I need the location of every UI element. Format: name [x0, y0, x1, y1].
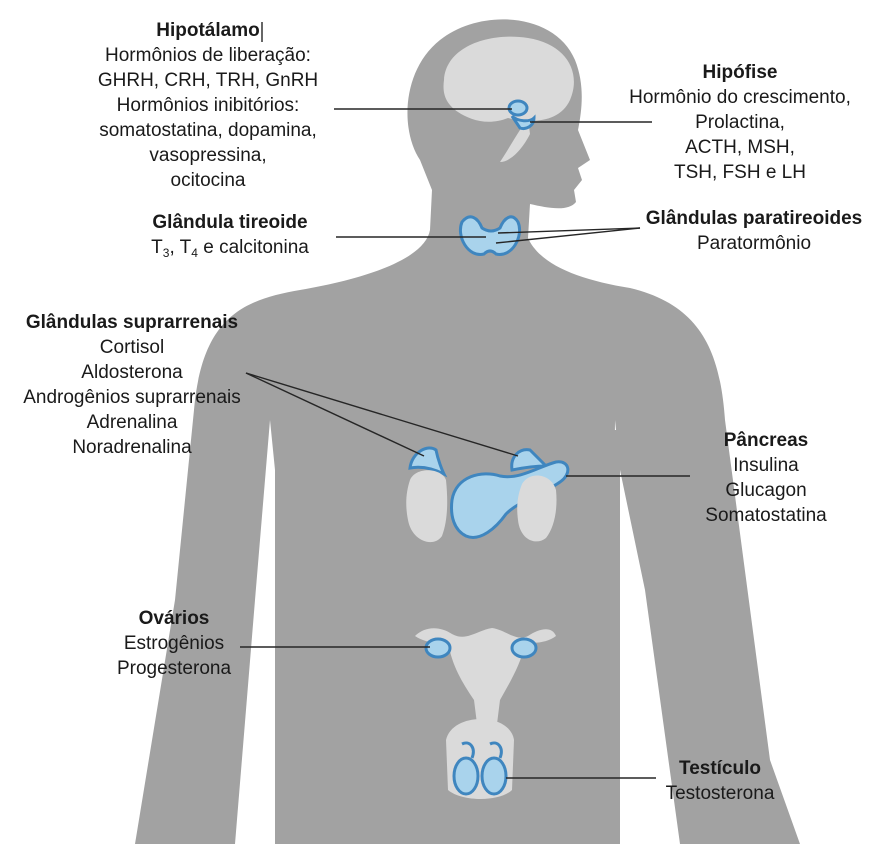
tireoide-label: Glândula tireoide T3, T4 e calcitonina: [110, 210, 350, 260]
suprarrenais-line-5: Noradrenalina: [4, 435, 260, 460]
hypothalamus-shape: [509, 101, 527, 115]
hipofise-title: Hipófise: [600, 60, 880, 85]
tireoide-t3-letter: T: [151, 237, 163, 258]
paratireoides-line-1: Paratormônio: [626, 231, 882, 256]
hipofise-line-1: Hormônio do crescimento,: [600, 85, 880, 110]
hipofise-line-3: ACTH, MSH,: [600, 135, 880, 160]
tireoide-hormones: T3, T4 e calcitonina: [110, 235, 350, 260]
tireoide-title: Glândula tireoide: [110, 210, 350, 235]
paratireoides-title: Glândulas paratireoides: [626, 206, 882, 231]
hipotalamo-line-5: vasopressina,: [58, 143, 358, 168]
tireoide-t4-sub: 4: [191, 246, 198, 260]
suprarrenais-title: Glândulas suprarrenais: [4, 310, 260, 335]
hipotalamo-line-2: GHRH, CRH, TRH, GnRH: [58, 68, 358, 93]
suprarrenais-label: Glândulas suprarrenais Cortisol Aldoster…: [4, 310, 260, 460]
hipotalamo-title: Hipotálamo: [58, 18, 358, 43]
ovarios-line-2: Progesterona: [94, 656, 254, 681]
testiculo-title: Testículo: [640, 756, 800, 781]
hipofise-label: Hipófise Hormônio do crescimento, Prolac…: [600, 60, 880, 185]
testiculo-line-1: Testosterona: [640, 781, 800, 806]
pancreas-label: Pâncreas Insulina Glucagon Somatostatina: [676, 428, 856, 528]
left-kidney-shape: [406, 470, 447, 542]
hipotalamo-line-1: Hormônios de liberação:: [58, 43, 358, 68]
ovarios-title: Ovários: [94, 606, 254, 631]
pancreas-title: Pâncreas: [676, 428, 856, 453]
hipofise-line-2: Prolactina,: [600, 110, 880, 135]
hipofise-line-4: TSH, FSH e LH: [600, 160, 880, 185]
suprarrenais-line-1: Cortisol: [4, 335, 260, 360]
hipotalamo-line-6: ocitocina: [58, 168, 358, 193]
ovarios-label: Ovários Estrogênios Progesterona: [94, 606, 254, 681]
right-ovary-shape: [512, 639, 536, 657]
paratireoides-label: Glândulas paratireoides Paratormônio: [626, 206, 882, 256]
hipotalamo-line-3: Hormônios inibitórios:: [58, 93, 358, 118]
pancreas-line-2: Glucagon: [676, 478, 856, 503]
ovarios-line-1: Estrogênios: [94, 631, 254, 656]
tireoide-sep: , T: [169, 237, 191, 258]
hipotalamo-line-4: somatostatina, dopamina,: [58, 118, 358, 143]
pancreas-line-3: Somatostatina: [676, 503, 856, 528]
testiculo-label: Testículo Testosterona: [640, 756, 800, 806]
tireoide-rest: e calcitonina: [198, 237, 309, 258]
suprarrenais-line-2: Aldosterona: [4, 360, 260, 385]
suprarrenais-line-4: Adrenalina: [4, 410, 260, 435]
left-testicle-shape: [454, 758, 478, 794]
right-testicle-shape: [482, 758, 506, 794]
left-ovary-shape: [426, 639, 450, 657]
suprarrenais-line-3: Androgênios suprarrenais: [4, 385, 260, 410]
pancreas-line-1: Insulina: [676, 453, 856, 478]
hipotalamo-label: Hipotálamo Hormônios de liberação: GHRH,…: [58, 18, 358, 193]
